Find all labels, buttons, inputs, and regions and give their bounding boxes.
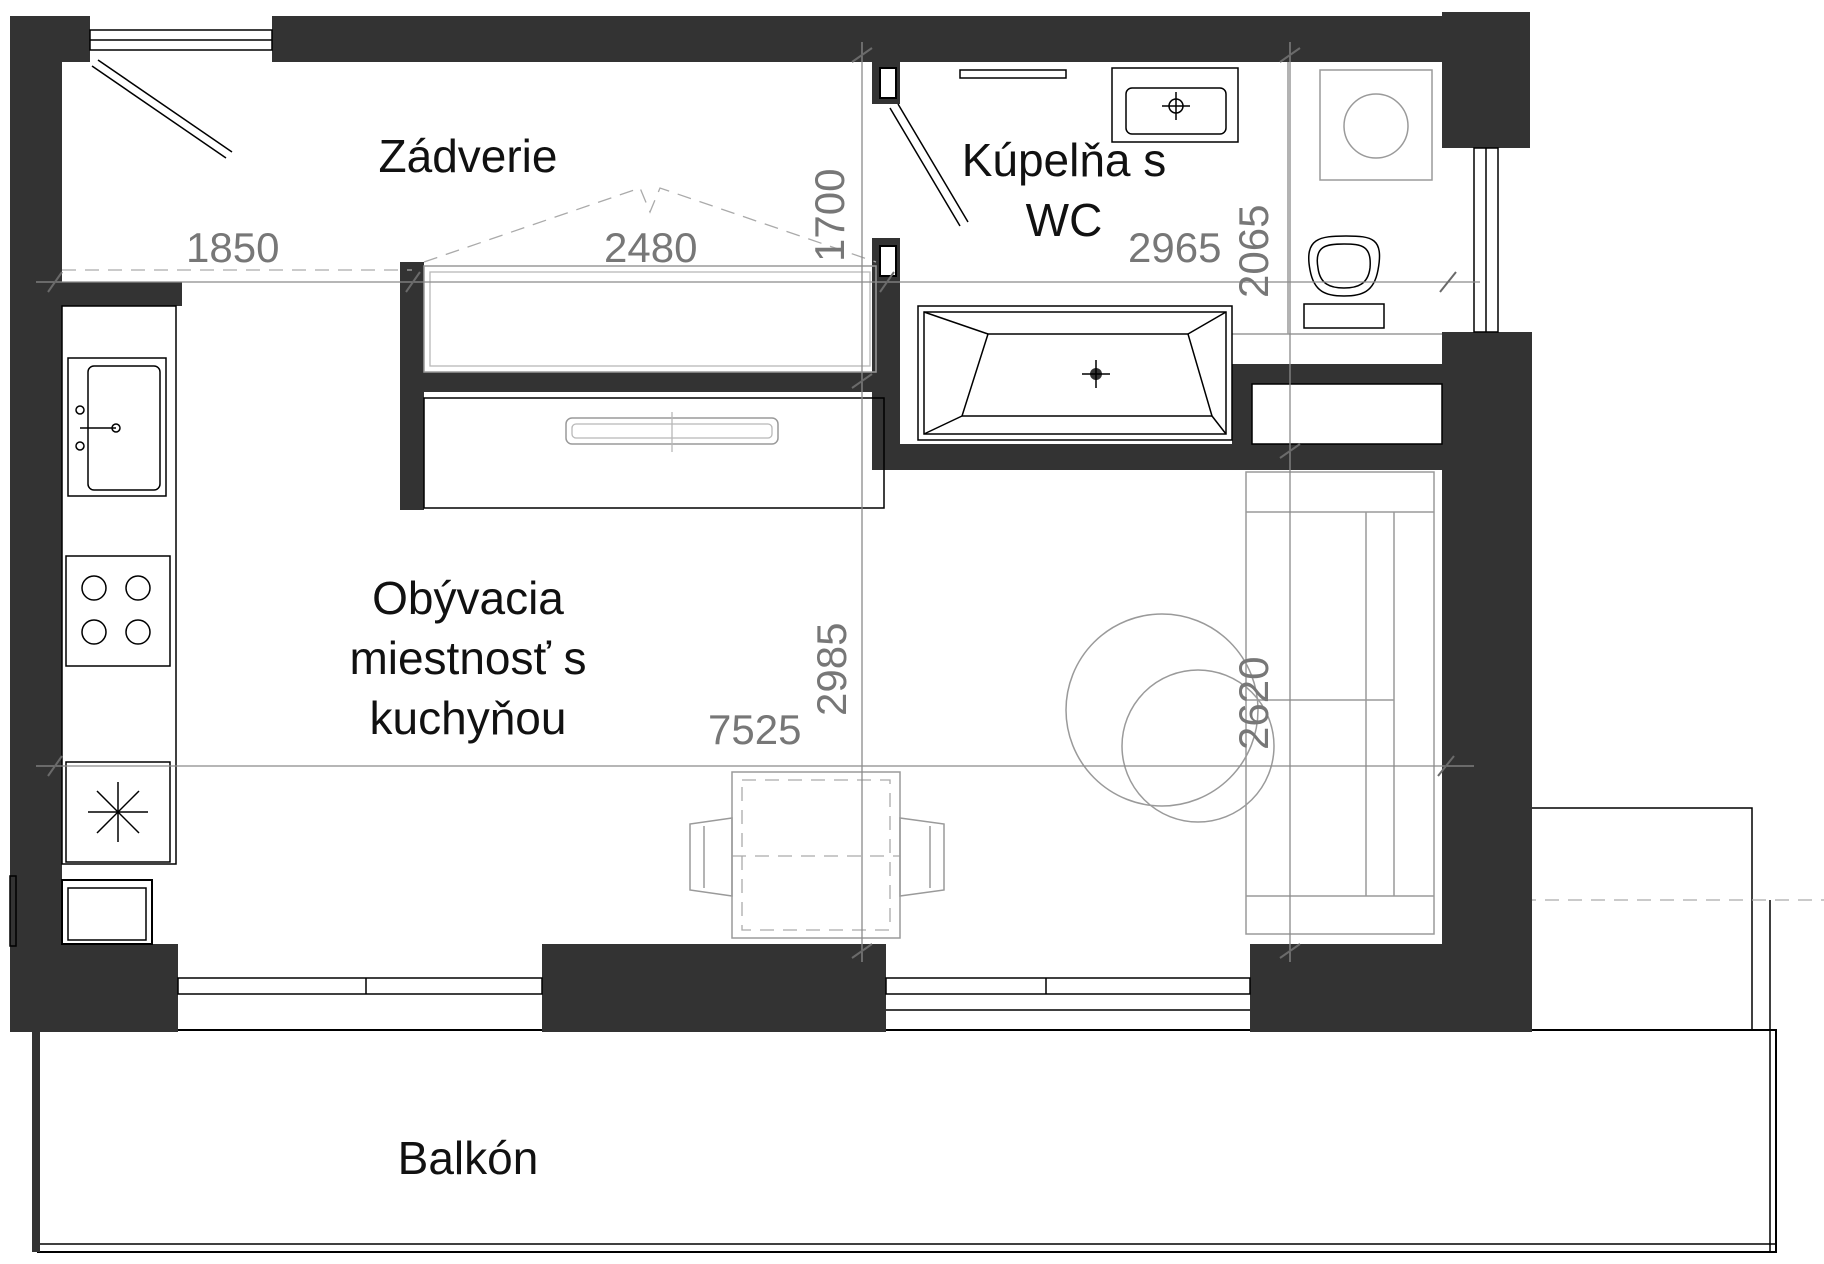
- dim-ticks: [47, 47, 1457, 959]
- towel-rail: [959, 69, 1067, 79]
- wall-left: [10, 16, 62, 1032]
- balcony-floor-outline: [37, 1029, 1777, 1253]
- washbasin: [1111, 67, 1239, 143]
- partition-bath-bottom: [872, 444, 1452, 470]
- cooktop: [65, 555, 171, 667]
- bathtub-corner-1: [923, 311, 989, 335]
- window-bottom-mid: [885, 977, 1251, 995]
- bath-door-leaf-2: [889, 107, 961, 227]
- cooktop-burner-2: [125, 575, 151, 601]
- coffee-table-small: [1121, 669, 1275, 823]
- room-balcony-label: Balkón: [398, 1132, 539, 1184]
- bathtub-rim: [923, 311, 1227, 435]
- washing-machine: [1319, 69, 1433, 181]
- wall-bottom-left: [10, 944, 178, 1032]
- wall-top-right-block: [1442, 12, 1530, 148]
- room-labels: Zádverie Kúpelňa s WC Obývacia miestnosť…: [349, 130, 1166, 1184]
- wardrobe-lower: [423, 397, 885, 509]
- dimension-labels: 1850 2480 1700 2965 2065 7525 2985 2620: [186, 169, 1277, 753]
- kitchen-niche: [61, 879, 153, 945]
- bathtub-corner-4: [1211, 415, 1227, 435]
- kitchen-counter: [61, 305, 177, 865]
- wall-right: [1442, 332, 1532, 1032]
- dining-table: [731, 771, 901, 939]
- toilet-seat: [1316, 243, 1371, 289]
- faucet-head: [111, 423, 121, 433]
- balcony-right-outline: [1522, 807, 1753, 1030]
- wardrobe-upper-inner: [429, 271, 871, 367]
- living-furniture: [689, 471, 1435, 939]
- wall-bottom-pier-middle: [542, 944, 886, 1032]
- washbasin-bowl: [1125, 87, 1227, 135]
- sofa: [1245, 471, 1435, 935]
- wardrobe: [423, 187, 885, 509]
- dim-2065: 2065: [1230, 205, 1277, 298]
- room-living-label-line3: kuchyňou: [370, 692, 567, 744]
- bath-shelf-box: [1251, 383, 1443, 445]
- dining-table-top: [741, 779, 891, 931]
- kitchen: [61, 305, 177, 945]
- window-bottom-left: [177, 977, 543, 995]
- partition-bath-shelf: [1232, 364, 1452, 384]
- balcony: [32, 807, 1824, 1253]
- dim-2620: 2620: [1230, 657, 1277, 750]
- room-living-label-line1: Obývacia: [372, 572, 564, 624]
- partition-bath-right: [1232, 364, 1252, 454]
- balcony-left-post: [32, 1030, 40, 1252]
- dimension-lines: [36, 42, 1480, 962]
- window-left-lower: [9, 875, 17, 947]
- partition-wardrobe-mid: [400, 372, 890, 392]
- dim-1850: 1850: [186, 224, 279, 271]
- walls: [10, 12, 1532, 1032]
- bathtub: [917, 305, 1233, 441]
- entry-door-leaf-2: [91, 65, 227, 159]
- dim-2965: 2965: [1128, 224, 1221, 271]
- bathroom: [917, 62, 1443, 445]
- toilet: [1303, 235, 1385, 329]
- bathtub-basin: [960, 333, 1214, 417]
- doors: [91, 59, 969, 227]
- room-living-label-line2: miestnosť s: [349, 632, 586, 684]
- faucet-knob-1: [75, 405, 85, 415]
- toilet-tank: [1303, 303, 1385, 329]
- dining-chair-right: [899, 817, 945, 897]
- bath-door-jamb-top: [879, 67, 897, 99]
- bathtub-corner-3: [923, 415, 963, 435]
- cooktop-burner-4: [125, 619, 151, 645]
- dim-1700: 1700: [806, 169, 853, 262]
- cooktop-burner-1: [81, 575, 107, 601]
- dining-chair-left: [689, 817, 733, 897]
- dim-7525: 7525: [708, 706, 801, 753]
- room-entry-label: Zádverie: [379, 130, 558, 182]
- windows: [9, 29, 1499, 1011]
- counter-top-bar: [62, 282, 182, 306]
- cooktop-burner-3: [81, 619, 107, 645]
- bathtub-corner-2: [1187, 311, 1227, 335]
- room-bathroom-label-line1: Kúpelňa s: [962, 134, 1167, 186]
- bath-door-jamb-bottom: [879, 245, 897, 277]
- kitchen-sink-cabinet: [67, 357, 167, 497]
- dim-2985: 2985: [808, 623, 855, 716]
- fridge: [65, 761, 171, 863]
- wardrobe-upper: [423, 265, 877, 373]
- kitchen-niche-inner: [67, 887, 147, 941]
- fridge-asterisk-icon: [88, 782, 148, 842]
- washing-machine-drum: [1343, 93, 1409, 159]
- entry-door-leaf: [97, 59, 233, 153]
- dim-2480: 2480: [604, 224, 697, 271]
- faucet-knob-2: [75, 441, 85, 451]
- room-bathroom-label-line2: WC: [1026, 194, 1103, 246]
- bath-door-leaf: [897, 103, 969, 223]
- wardrobe-swing-dash: [423, 187, 877, 263]
- coffee-table-large: [1065, 613, 1259, 807]
- toilet-bowl: [1308, 235, 1381, 297]
